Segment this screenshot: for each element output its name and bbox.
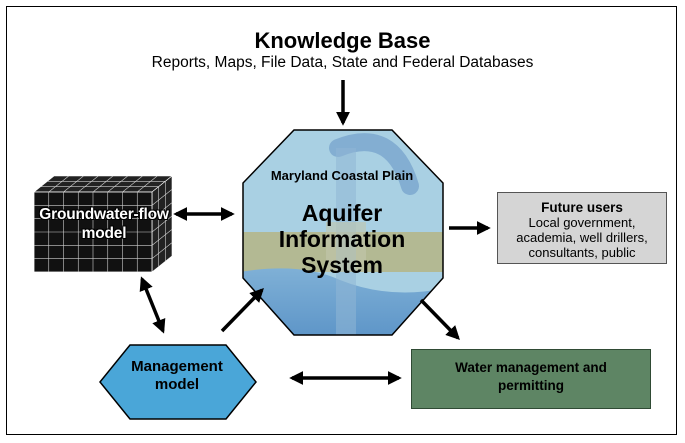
arrow-groundwater-management	[139, 276, 166, 334]
groundwater-model-label: Groundwater-flow model	[39, 206, 169, 242]
arrow-management-to-aquifer	[220, 287, 264, 333]
grid-cube-icon	[33, 175, 173, 273]
aquifer-octagon	[242, 129, 444, 336]
aquifer-region-label: Maryland Coastal Plain	[270, 168, 414, 183]
grid-lines	[34, 175, 173, 272]
water-management-label: Water management and permitting	[455, 360, 607, 393]
future-users-box: Future users Local government, academia,…	[497, 192, 667, 264]
water-management-box: Water management and permitting	[411, 349, 651, 409]
arrow-aquifer-to-water-mgmt	[419, 298, 460, 341]
diagram-frame	[6, 6, 677, 435]
knowledge-base-title: Knowledge Base	[254, 28, 431, 53]
octagon-outline	[242, 129, 444, 336]
knowledge-base-subtitle: Reports, Maps, File Data, State and Fede…	[151, 54, 534, 71]
octagon-well-casing	[326, 222, 366, 272]
management-model-label: Management model	[131, 358, 223, 393]
future-users-body: Local government, academia, well driller…	[516, 215, 648, 260]
aquifer-system-title: Aquifer Information System	[278, 200, 406, 278]
octagon-well-curve	[329, 133, 419, 195]
future-users-title: Future users	[541, 200, 623, 215]
management-model-hexagon	[99, 344, 257, 420]
